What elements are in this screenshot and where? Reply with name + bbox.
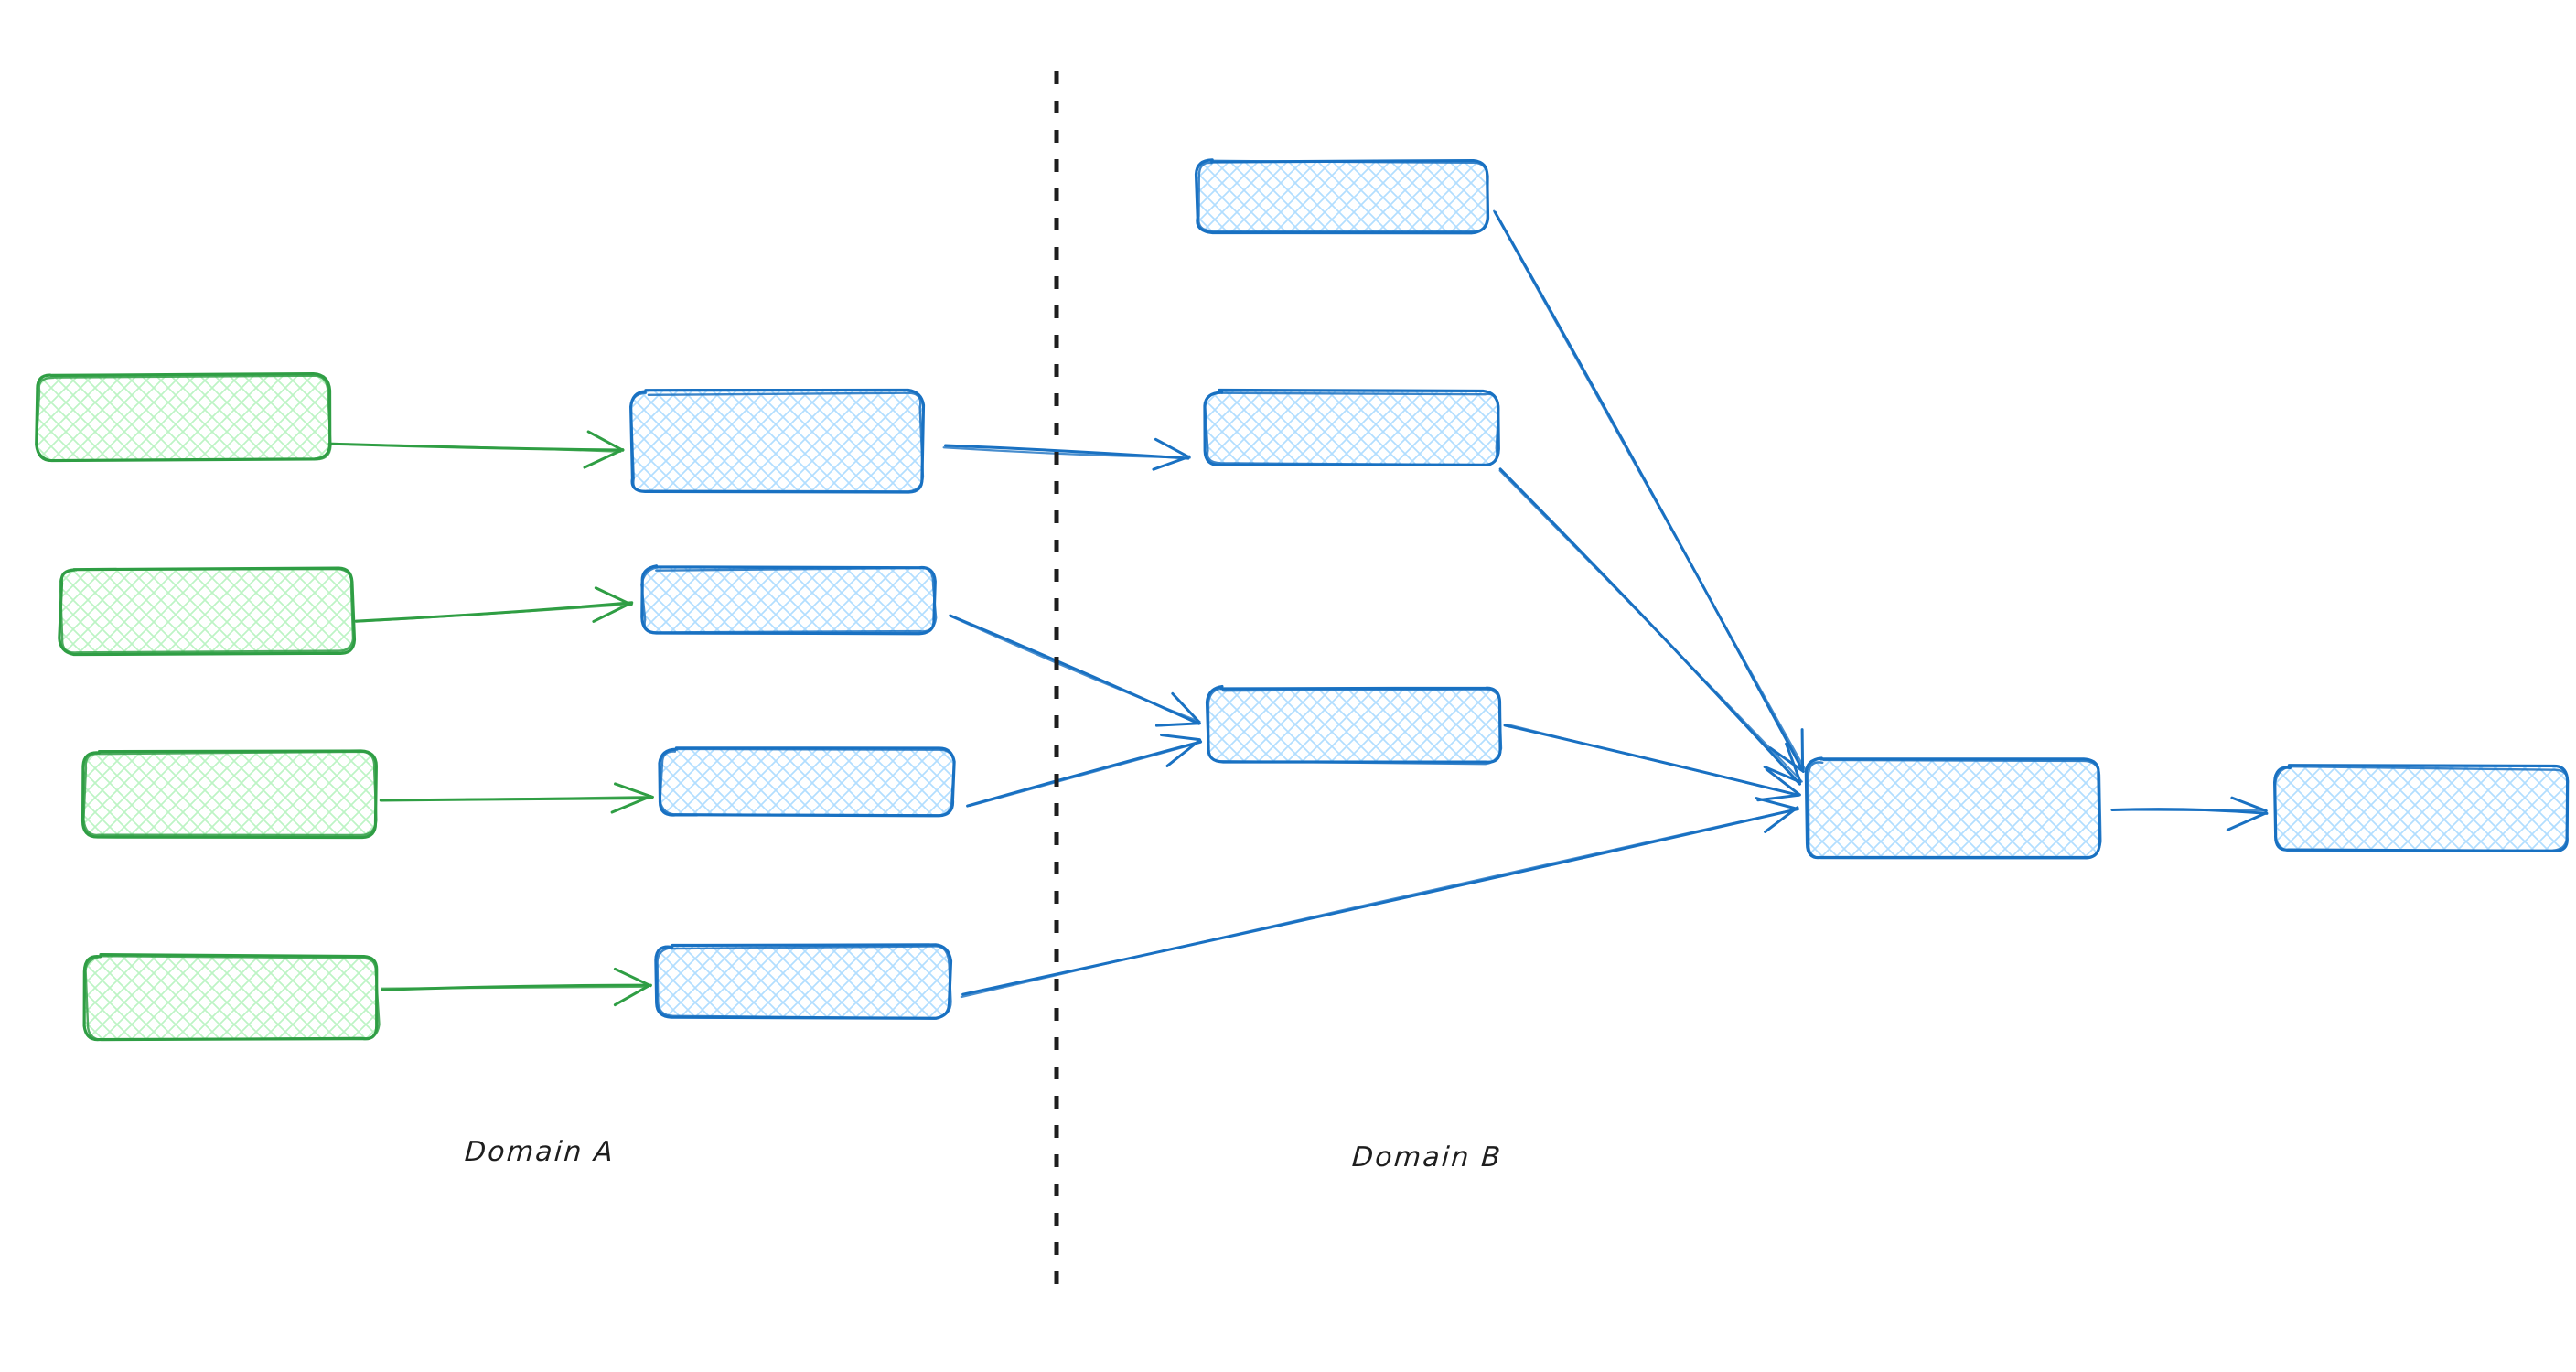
edge-c1-d1[interactable] [1493, 209, 1807, 773]
node-a1[interactable] [35, 371, 332, 463]
node-d1[interactable] [1804, 756, 2102, 860]
edge-a4-b4[interactable] [381, 967, 652, 1007]
node-a4[interactable] [82, 953, 381, 1042]
node-b2[interactable] [640, 564, 938, 636]
edge-stroke2-b1-c1 [942, 446, 1191, 459]
node-outline2-c2 [1204, 391, 1500, 466]
node-fill-b2 [642, 567, 935, 633]
node-outline2-c1 [1197, 159, 1489, 232]
edge-arrowhead-b1-c1-1 [1154, 437, 1190, 458]
node-fill-a1 [37, 375, 329, 459]
edge-arrowhead-c2-d1-0 [1763, 766, 1802, 784]
edge-b3-c3[interactable] [966, 734, 1203, 808]
edge-arrowhead-d1-e1-1 [2230, 796, 2268, 813]
edge-arrowhead-b1-c1-0 [1152, 455, 1191, 471]
edge-b1-c1[interactable] [942, 437, 1191, 471]
node-fill-c2 [1206, 391, 1498, 465]
edge-arrowhead-a3-b3-0 [610, 795, 652, 814]
edge-stroke2-c3-d1 [1506, 724, 1799, 797]
edge-arrowhead-a1-b1-1 [586, 430, 625, 452]
edge-stroke2-c1-d1 [1493, 209, 1807, 771]
node-outline2-a2 [59, 567, 355, 654]
node-outline-a3 [80, 749, 378, 840]
edge-arrowhead-c3-d1-0 [1756, 793, 1799, 802]
node-outline2-d1 [1807, 758, 2102, 860]
edge-stroke2-b3-c3 [968, 741, 1202, 808]
node-outline2-c3 [1207, 687, 1503, 766]
edge-d1-e1[interactable] [2110, 796, 2269, 831]
edge-arrowhead-a2-b2-1 [594, 586, 633, 606]
node-e1[interactable] [2273, 764, 2570, 853]
edge-arrowhead-a4-b4-0 [613, 984, 650, 1007]
node-outline2-b3 [659, 747, 956, 817]
edge-arrowhead-c2-d1-1 [1785, 742, 1802, 784]
node-outline-b2 [640, 564, 937, 636]
edge-c2-d1[interactable] [1498, 467, 1803, 786]
node-c1[interactable] [1194, 158, 1490, 235]
edge-b4-d1[interactable] [960, 797, 1799, 999]
edge-stroke2-b4-d1 [960, 808, 1798, 999]
edge-arrowhead-b3-c3-1 [1160, 734, 1201, 742]
edge-arrowhead-b4-d1-0 [1764, 806, 1799, 833]
node-fill-a4 [85, 956, 378, 1040]
edge-c3-d1[interactable] [1503, 724, 1801, 802]
edge-arrowhead-a1-b1-0 [583, 448, 625, 469]
node-fill-a2 [60, 569, 353, 653]
node-c2[interactable] [1203, 388, 1500, 466]
node-fill-a3 [83, 752, 376, 836]
node-outline2-a3 [82, 750, 378, 837]
domain-a-label: Domain A [463, 1136, 617, 1168]
edge-stroke2-b2-c3 [950, 615, 1201, 724]
edge-arrowhead-c1-d1-0 [1768, 746, 1805, 773]
node-a3[interactable] [80, 749, 378, 840]
node-fill-c1 [1197, 161, 1487, 232]
edge-stroke2-a2-b2 [355, 603, 634, 623]
edge-a1-b1[interactable] [326, 430, 625, 469]
node-a2[interactable] [58, 566, 357, 657]
edge-arrowhead-c3-d1-1 [1765, 767, 1801, 797]
node-layer [35, 158, 2570, 1042]
edge-stroke2-c2-d1 [1498, 469, 1803, 783]
node-outline2-b4 [656, 945, 952, 1020]
node-fill-c3 [1208, 688, 1500, 763]
edge-a2-b2[interactable] [354, 586, 634, 623]
edge-arrowhead-b2-c3-0 [1154, 722, 1201, 727]
domain-b-label: Domain B [1350, 1142, 1504, 1174]
node-outline2-e1 [2273, 765, 2570, 852]
node-outline2-b2 [640, 565, 938, 634]
node-fill-b3 [660, 748, 953, 816]
node-outline2-a1 [35, 374, 332, 462]
node-fill-e1 [2275, 766, 2568, 851]
edge-a3-b3[interactable] [379, 782, 654, 814]
node-c3[interactable] [1205, 684, 1503, 766]
node-fill-b4 [657, 946, 950, 1017]
node-fill-b1 [631, 391, 922, 492]
edge-layer [326, 209, 2269, 1007]
node-outline2-b1 [629, 391, 925, 493]
node-b1[interactable] [629, 388, 926, 494]
edge-stroke2-a1-b1 [326, 443, 622, 453]
edge-arrowhead-a4-b4-1 [613, 967, 652, 988]
edge-arrowhead-a3-b3-1 [613, 782, 654, 799]
edge-b2-c3[interactable] [949, 614, 1201, 727]
node-b4[interactable] [654, 943, 953, 1020]
node-outline2-a4 [84, 954, 381, 1042]
edge-stroke2-d1-e1 [2112, 809, 2267, 812]
edge-arrowhead-b3-c3-0 [1165, 738, 1202, 767]
node-b3[interactable] [658, 746, 956, 818]
edge-stroke2-a4-b4 [381, 985, 649, 990]
edge-arrowhead-b2-c3-1 [1171, 691, 1200, 724]
edge-stroke2-a3-b3 [380, 795, 651, 801]
node-fill-d1 [1807, 759, 2099, 858]
edge-arrowhead-a2-b2-0 [592, 601, 633, 623]
edge-arrowhead-d1-e1-0 [2226, 811, 2268, 831]
